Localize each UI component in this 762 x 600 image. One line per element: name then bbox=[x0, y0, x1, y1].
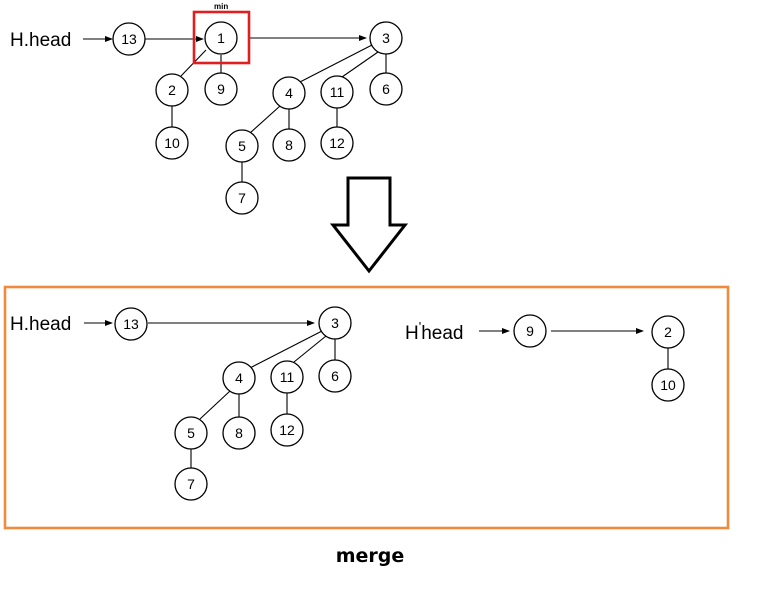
svg-text:10: 10 bbox=[660, 377, 676, 393]
svg-text:6: 6 bbox=[382, 81, 390, 97]
bottom-left-head-label: H.head bbox=[10, 314, 71, 335]
top-node-1: 1 bbox=[204, 21, 238, 55]
svg-text:9: 9 bbox=[526, 323, 534, 339]
svg-text:13: 13 bbox=[121, 31, 137, 47]
svg-text:3: 3 bbox=[331, 315, 339, 331]
svg-text:4: 4 bbox=[235, 370, 243, 386]
top-node-2: 2 bbox=[155, 73, 189, 107]
svg-text:5: 5 bbox=[187, 425, 195, 441]
bl-node-12: 12 bbox=[270, 413, 304, 447]
bl-node-8: 8 bbox=[222, 416, 256, 450]
bottom-right-heap: H'head 9 2 10 bbox=[405, 314, 685, 402]
svg-text:8: 8 bbox=[235, 425, 243, 441]
min-highlight-box bbox=[192, 10, 251, 65]
merge-caption: merge bbox=[336, 545, 405, 567]
svg-text:6: 6 bbox=[331, 368, 339, 384]
svg-text:11: 11 bbox=[280, 369, 295, 385]
transition-down-arrow bbox=[329, 176, 409, 274]
min-label: min bbox=[214, 2, 228, 11]
svg-text:13: 13 bbox=[123, 316, 139, 332]
top-head-label: H.head bbox=[10, 30, 71, 51]
top-node-8: 8 bbox=[272, 128, 306, 162]
bottom-left-heap: H.head 13 3 4 11 6 5 8 12 7 bbox=[10, 306, 352, 501]
top-node-4: 4 bbox=[272, 76, 306, 110]
bl-edge-3-4 bbox=[247, 330, 323, 370]
svg-text:8: 8 bbox=[285, 137, 293, 153]
top-edge-3-4 bbox=[297, 44, 373, 84]
top-heap: H.head min 13 1 3 2 9 10 4 11 6 5 8 12 7 bbox=[10, 2, 403, 215]
svg-text:7: 7 bbox=[238, 190, 246, 206]
br-node-10: 10 bbox=[651, 368, 685, 402]
svg-text:1: 1 bbox=[217, 30, 225, 46]
svg-text:3: 3 bbox=[382, 30, 390, 46]
result-frame bbox=[3, 285, 730, 530]
svg-text:9: 9 bbox=[217, 81, 225, 97]
top-node-3: 3 bbox=[369, 21, 403, 55]
top-edge-3-11 bbox=[341, 51, 379, 78]
bl-node-6: 6 bbox=[318, 359, 352, 393]
bl-node-7: 7 bbox=[174, 467, 208, 501]
bl-edge-4-5 bbox=[199, 390, 231, 420]
top-node-13: 13 bbox=[112, 22, 146, 56]
bl-node-3: 3 bbox=[318, 306, 352, 340]
bl-node-13: 13 bbox=[114, 307, 148, 341]
svg-text:11: 11 bbox=[330, 84, 345, 100]
svg-text:5: 5 bbox=[238, 138, 246, 154]
bl-edge-3-11 bbox=[293, 335, 327, 363]
bl-node-4: 4 bbox=[222, 361, 256, 395]
svg-text:7: 7 bbox=[187, 476, 195, 492]
bl-node-11: 11 bbox=[270, 360, 304, 394]
top-node-5: 5 bbox=[225, 129, 259, 163]
svg-text:4: 4 bbox=[285, 85, 293, 101]
top-node-9: 9 bbox=[204, 72, 238, 106]
svg-text:12: 12 bbox=[279, 422, 295, 438]
bottom-right-head-label: H'head bbox=[405, 319, 464, 344]
top-node-10: 10 bbox=[155, 126, 189, 160]
br-node-9: 9 bbox=[513, 314, 547, 348]
svg-text:2: 2 bbox=[664, 324, 672, 340]
br-node-2: 2 bbox=[651, 315, 685, 349]
top-node-11: 11 bbox=[320, 75, 354, 109]
svg-text:10: 10 bbox=[164, 135, 180, 151]
svg-text:12: 12 bbox=[329, 135, 345, 151]
svg-text:2: 2 bbox=[168, 82, 176, 98]
bl-node-5: 5 bbox=[174, 416, 208, 450]
top-edge-4-5 bbox=[249, 105, 281, 134]
top-node-6: 6 bbox=[369, 72, 403, 106]
top-node-12: 12 bbox=[320, 126, 354, 160]
top-node-7: 7 bbox=[225, 181, 259, 215]
